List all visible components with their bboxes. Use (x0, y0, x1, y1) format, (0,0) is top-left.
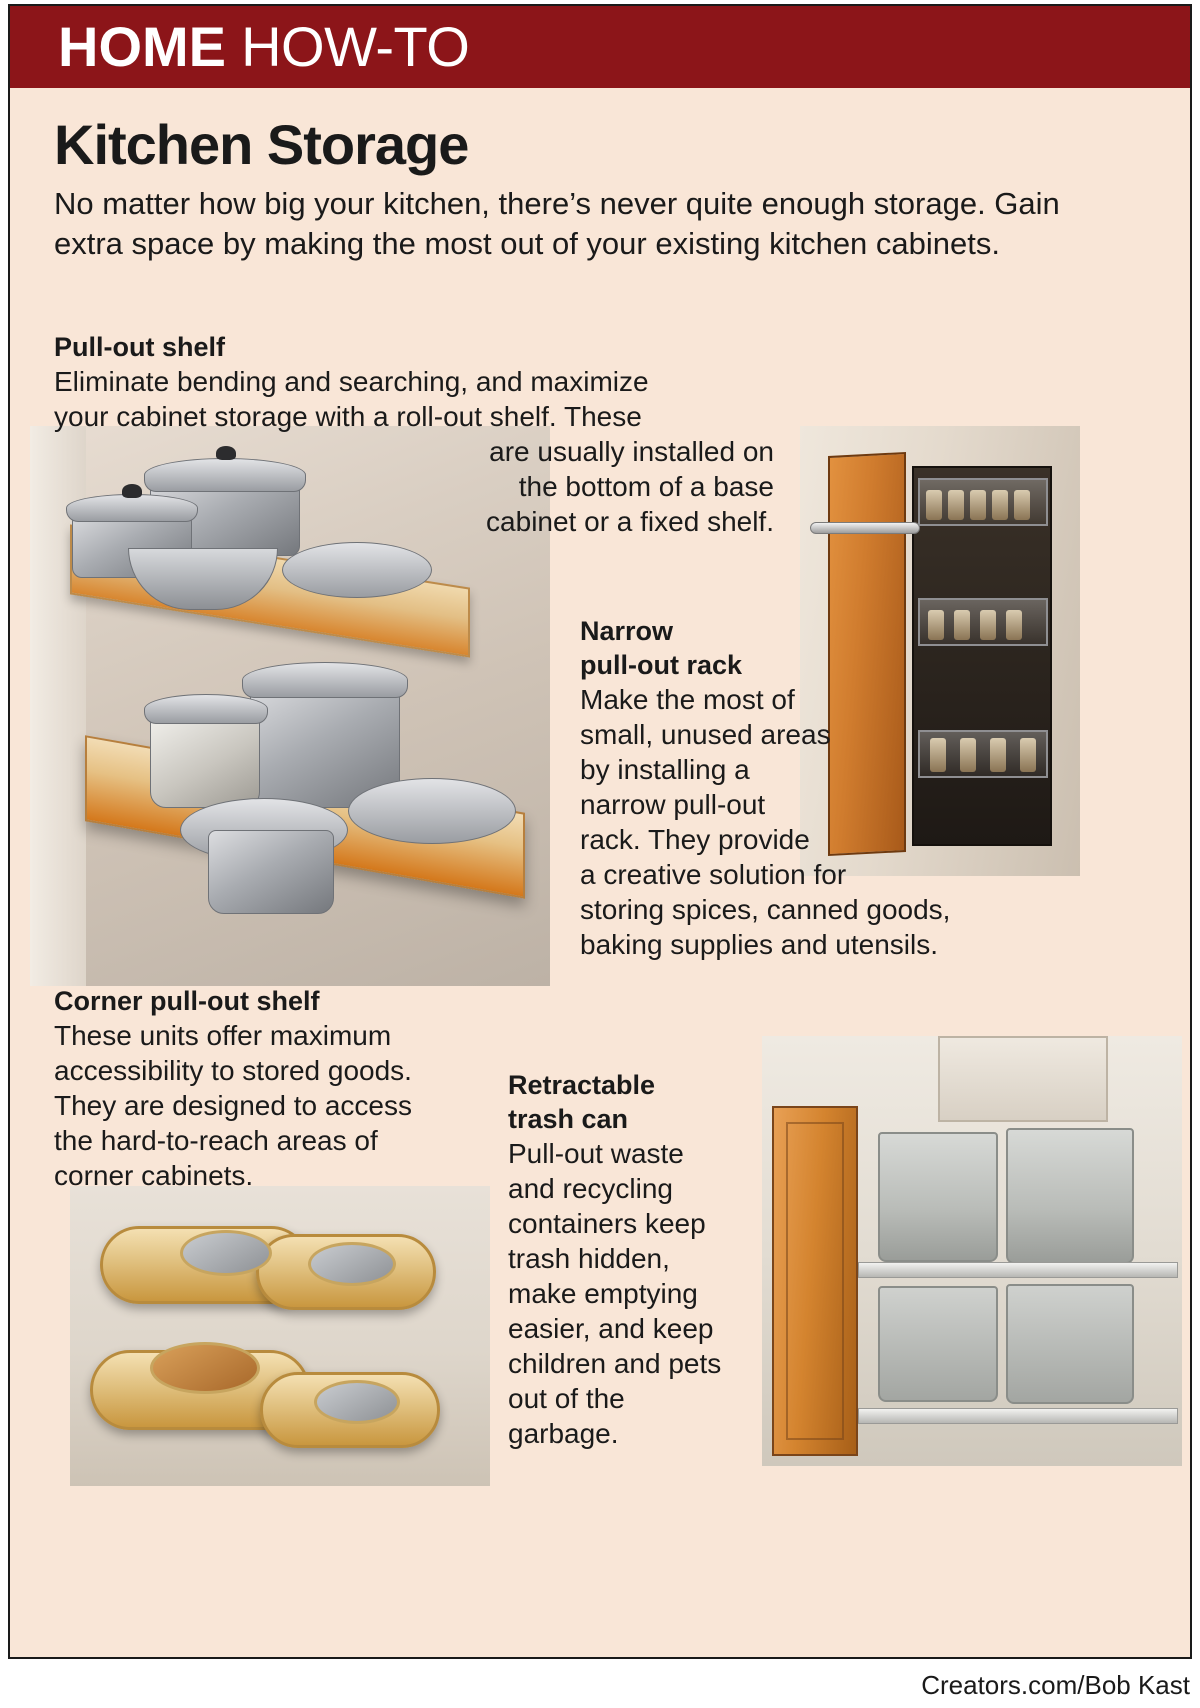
section-body-narrow-line1: Make the most of (580, 684, 795, 715)
photo-corner-shelf (70, 1186, 490, 1486)
pot-front-small (208, 830, 334, 914)
section-body-narrow-line4: narrow pull-out (580, 789, 766, 820)
sauce-pan-lid (144, 694, 268, 724)
corner-pan-upper-right (308, 1242, 396, 1286)
spice-jar (1014, 490, 1030, 520)
infographic-panel: HOME HOW-TO Kitchen Storage No matter ho… (8, 4, 1192, 1659)
spice-jar (928, 610, 944, 640)
section-body-corner-line5: corner cabinets. (54, 1160, 254, 1191)
page-title: Kitchen Storage (54, 113, 469, 176)
section-body-pullout-line4: the bottom of a base (518, 471, 774, 502)
photo-pullout-shelf (30, 426, 550, 986)
spice-jar (990, 738, 1006, 772)
sauce-pan (150, 712, 260, 808)
section-body-narrow-line6: a creative solution for (580, 859, 847, 890)
section-body-corner-line3: They are designed to access (54, 1090, 412, 1121)
pan-lid-front-right (348, 778, 516, 844)
header-bar: HOME HOW-TO (10, 6, 1190, 88)
stock-pot-lid (242, 662, 408, 698)
section-pullout-shelf: Pull-out shelf Eliminate bending and sea… (54, 330, 774, 539)
spice-jar (960, 738, 976, 772)
wire-rack-frame (912, 466, 1052, 846)
door-inner-panel (786, 1122, 844, 1440)
section-body-narrow-line2: small, unused areas (580, 719, 831, 750)
corner-pan-upper (180, 1230, 272, 1276)
trash-bin-lower-left (878, 1286, 998, 1402)
section-body-trash-line8: out of the (508, 1383, 625, 1414)
section-heading-pullout: Pull-out shelf (54, 332, 225, 362)
spice-jar (948, 490, 964, 520)
pot-knob (216, 446, 236, 460)
photo-narrow-rack (800, 426, 1080, 876)
door-pull-rail (810, 522, 920, 534)
photo-retractable-trash (762, 1036, 1182, 1466)
section-body-narrow-line8: baking supplies and utensils. (580, 929, 939, 960)
pot-knob-small (122, 484, 142, 498)
credit-line: Creators.com/Bob Kast (921, 1670, 1190, 1700)
section-body-trash-line3: containers keep (508, 1208, 706, 1239)
section-body-trash-line7: children and pets (508, 1348, 722, 1379)
section-corner-shelf: Corner pull-out shelf These units offer … (54, 984, 484, 1193)
section-body-pullout-line5: cabinet or a fixed shelf. (486, 506, 774, 537)
section-body-trash-line9: garbage. (508, 1418, 619, 1449)
slide-rail-upper (858, 1262, 1178, 1278)
section-body-trash-line6: easier, and keep (508, 1313, 714, 1344)
section-body-trash-line5: make emptying (508, 1278, 698, 1309)
section-body-trash-line1: Pull-out waste (508, 1138, 684, 1169)
rack-basket-middle (918, 598, 1048, 646)
section-body-trash-line2: and recycling (508, 1173, 673, 1204)
section-heading-narrow-line1: Narrow (580, 616, 674, 646)
spice-jar (926, 490, 942, 520)
header-kicker-bold: HOME (58, 15, 226, 78)
section-retractable-trash: Retractable trash can Pull-out waste and… (508, 1068, 758, 1451)
trash-bin-right (1006, 1128, 1134, 1264)
corner-pan-lower-right (314, 1380, 400, 1424)
section-body-corner-line2: accessibility to stored goods. (54, 1055, 412, 1086)
trash-cabinet-door (772, 1106, 858, 1456)
section-body-corner-line1: These units offer maximum (54, 1020, 392, 1051)
section-narrow-rack: Narrow pull-out rack Make the most of sm… (580, 614, 1040, 962)
rack-basket-top (918, 478, 1048, 526)
section-body-narrow-line5: rack. They provide (580, 824, 810, 855)
spice-jar (1006, 610, 1022, 640)
header-kicker-light: HOW-TO (241, 15, 470, 78)
spice-jar (970, 490, 986, 520)
spice-jar (1020, 738, 1036, 772)
header-kicker: HOME HOW-TO (58, 15, 470, 78)
section-body-corner-line4: the hard-to-reach areas of (54, 1125, 378, 1156)
section-heading-corner: Corner pull-out shelf (54, 986, 320, 1016)
spice-jar (980, 610, 996, 640)
section-heading-trash-line2: trash can (508, 1104, 629, 1134)
rack-basket-bottom (918, 730, 1048, 778)
corner-pan-lower (150, 1342, 260, 1394)
section-body-trash-line4: trash hidden, (508, 1243, 670, 1274)
upper-cabinet (938, 1036, 1108, 1122)
spice-jar (930, 738, 946, 772)
spice-jar (992, 490, 1008, 520)
section-heading-trash-line1: Retractable (508, 1070, 656, 1100)
trash-bin-lower-right (1006, 1284, 1134, 1404)
section-body-narrow-line3: by installing a (580, 754, 750, 785)
section-body-pullout-line1: Eliminate bending and searching, and max… (54, 366, 649, 397)
trash-bin-left (878, 1132, 998, 1262)
section-body-pullout-line3: are usually installed on (489, 436, 774, 467)
section-body-pullout-line2: your cabinet storage with a roll-out she… (54, 401, 642, 432)
section-body-narrow-line7: storing spices, canned goods, (580, 894, 951, 925)
skillet-lid (282, 542, 432, 598)
section-heading-narrow-line2: pull-out rack (580, 650, 743, 680)
slide-rail-lower (858, 1408, 1178, 1424)
spice-jar (954, 610, 970, 640)
intro-paragraph: No matter how big your kitchen, there’s … (54, 186, 1060, 261)
